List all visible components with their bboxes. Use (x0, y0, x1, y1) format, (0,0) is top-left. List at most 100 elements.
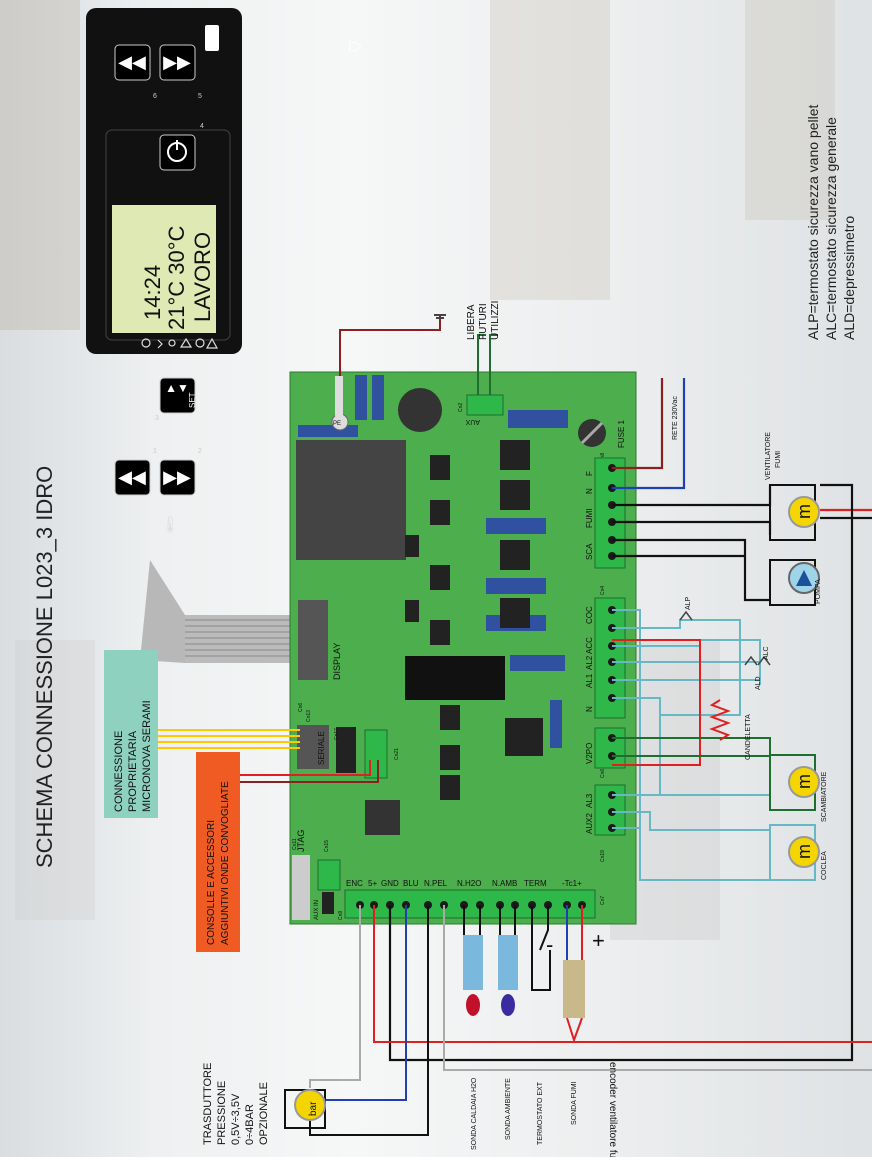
button-5[interactable] (159, 44, 196, 81)
cn4-label: Cn4 (600, 586, 606, 595)
term-npel: N.PEL (424, 879, 448, 888)
term-f: F (585, 471, 594, 476)
terminal-block-aux: AL3 AUX2 (585, 784, 626, 836)
cn15-label: Cn15 (324, 840, 330, 852)
proprietary-line-2: PROPRIETARIA (127, 730, 139, 812)
rewind-icon: ◀◀ (118, 52, 146, 72)
cn19-label: Cn19 (600, 850, 606, 862)
candeletta: CANDELETTA (709, 699, 752, 760)
proprietary-connection-box: CONNESSIONE PROPRIETARIA MICRONOVA SERAM… (104, 650, 300, 818)
button-3-set[interactable] (159, 377, 196, 414)
button-number-1: 1 (153, 448, 157, 455)
aux-connector (466, 394, 504, 416)
cn17-label: Cn17 (334, 728, 340, 740)
sensor-label-term: TERMOSTATO EXT (537, 1081, 544, 1145)
bar-symbol: bar (308, 1101, 319, 1116)
probe-fumi (563, 960, 585, 1018)
cn8-label: Cn8 (600, 453, 606, 462)
term-al2: AL2 (585, 655, 594, 670)
fuse-label: FUSE 1 (617, 419, 626, 448)
transducer-line-4: 0÷4BAR (244, 1104, 256, 1145)
accessories-line-2: AGGIUNTIVI ONDE CONVOGLIATE (220, 781, 231, 945)
term-n: N (585, 488, 594, 494)
sensor-label-fumi: SONDA FUMI (571, 1081, 578, 1125)
term-al3: AL3 (585, 793, 594, 808)
button-6[interactable] (114, 44, 151, 81)
cn2-label: Cn2 (458, 403, 464, 412)
coclea-motor-symbol: m (794, 844, 814, 859)
buzzer (398, 388, 442, 432)
cn11-label: Cn11 (292, 838, 298, 850)
encoder-label: encoder ventilatore fumi (607, 1062, 618, 1157)
term-n2: N (585, 706, 594, 712)
cn9-label: Cn9 (338, 911, 344, 920)
term-nh2o: N.H2O (457, 879, 481, 888)
cn7-label: Cn7 (600, 896, 606, 905)
forward-icon-2: ▶▶ (163, 467, 191, 487)
lcd-status-icons (141, 337, 219, 349)
scambiatore-motor: m SCAMBIATORE (769, 754, 828, 822)
display-label: DISPLAY (332, 643, 342, 680)
rewind-icon-2: ◀◀ (118, 467, 146, 487)
cn21-label: Cn21 (394, 748, 400, 760)
button-4[interactable] (159, 134, 196, 171)
terminal-block-power: SCA FUMI N F (585, 457, 626, 569)
seriale-label: SERIALE (317, 731, 326, 765)
accessories-box: CONSOLLE E ACCESSORI AGGIUNTIVI ONDE CON… (196, 752, 379, 952)
transformer (296, 440, 406, 560)
stove-icon: ⌂ (344, 40, 369, 53)
term-v2po: V2PO (585, 743, 594, 764)
display-panel: 14:24 21°C 30°C LAVORO ◀◀ ▶▶ ▲▼ SET ◀◀ ▶… (86, 8, 369, 534)
sensor-labels: SONDA CALDAIA H2O SONDA AMBIENTE TERMOST… (471, 1062, 618, 1157)
forward-icon: ▶▶ (163, 52, 191, 72)
term-coc: COC (585, 606, 594, 624)
probe-ambiente (498, 935, 518, 990)
term-gnd: GND (381, 879, 399, 888)
legend-alp: ALP=termostato sicurezza vano pellet (805, 104, 821, 340)
transducer-line-1: TRASDUTTORE (202, 1063, 214, 1145)
candeletta-label: CANDELETTA (745, 714, 752, 760)
proprietary-line-1: CONNESSIONE (113, 731, 125, 812)
aux-free-wires: LIBERA FUTURI UTILIZZI (339, 301, 501, 395)
set-label: SET (188, 392, 197, 408)
button-number-2: 2 (198, 448, 202, 455)
thermometer-icon: 🌡 (160, 516, 180, 534)
terminal-block-alarms: COC ACC AL2 AL1 N (585, 597, 626, 719)
scambiatore-motor-symbol: m (794, 774, 814, 789)
button-2[interactable] (159, 459, 196, 496)
alp-label: ALP (685, 596, 692, 610)
term-al1: AL1 (585, 673, 594, 688)
display-connector (298, 600, 328, 680)
button-1[interactable] (114, 459, 151, 496)
proprietary-line-3: MICRONOVA SERAMI (141, 700, 153, 812)
tc-minus: - (546, 932, 553, 957)
wires-sensors (309, 905, 872, 1136)
background-photo (0, 0, 835, 940)
term-fumi: FUMI (585, 508, 594, 528)
legend-alc: ALC=termostato sicurezza generale (823, 117, 839, 340)
legend-ald: ALD=depressimetro (841, 216, 857, 340)
tc-plus: + (592, 928, 605, 953)
term-blu: BLU (403, 879, 419, 888)
fan-label-1: VENTILATORE (765, 432, 772, 480)
rete-label: RETE 230Vac (672, 396, 679, 440)
pe-label: PE (333, 421, 341, 427)
probe-caldaia (463, 935, 483, 990)
scambiatore-label: SCAMBIATORE (821, 771, 828, 822)
keypad: ◀◀ ▶▶ ▲▼ SET ◀◀ ▶▶ ⌂ 🌡 (114, 25, 369, 534)
cn13-label: Cn13 (306, 710, 312, 722)
page-title: SCHEMA CONNESSIONE L023_3 IDRO (32, 466, 57, 868)
coclea-motor: m COCLEA (769, 824, 828, 881)
fan-motor-symbol: m (794, 504, 814, 519)
serial-connector (297, 725, 329, 769)
term-term: TERM (524, 879, 547, 888)
sensor-label-caldaia: SONDA CALDAIA H2O (471, 1077, 478, 1150)
sensor-probes: + - (463, 928, 605, 1044)
legend: ALP=termostato sicurezza vano pellet ALC… (805, 104, 857, 340)
cn6b-label: Cn6 (600, 769, 606, 778)
fan-label-2: FUMI (775, 451, 782, 468)
pump-label: POMPA (815, 579, 822, 604)
term-tc1: -Tc1+ (562, 879, 582, 888)
control-board: DISPLAY FUSE 1 PE AUX SE (289, 371, 637, 925)
